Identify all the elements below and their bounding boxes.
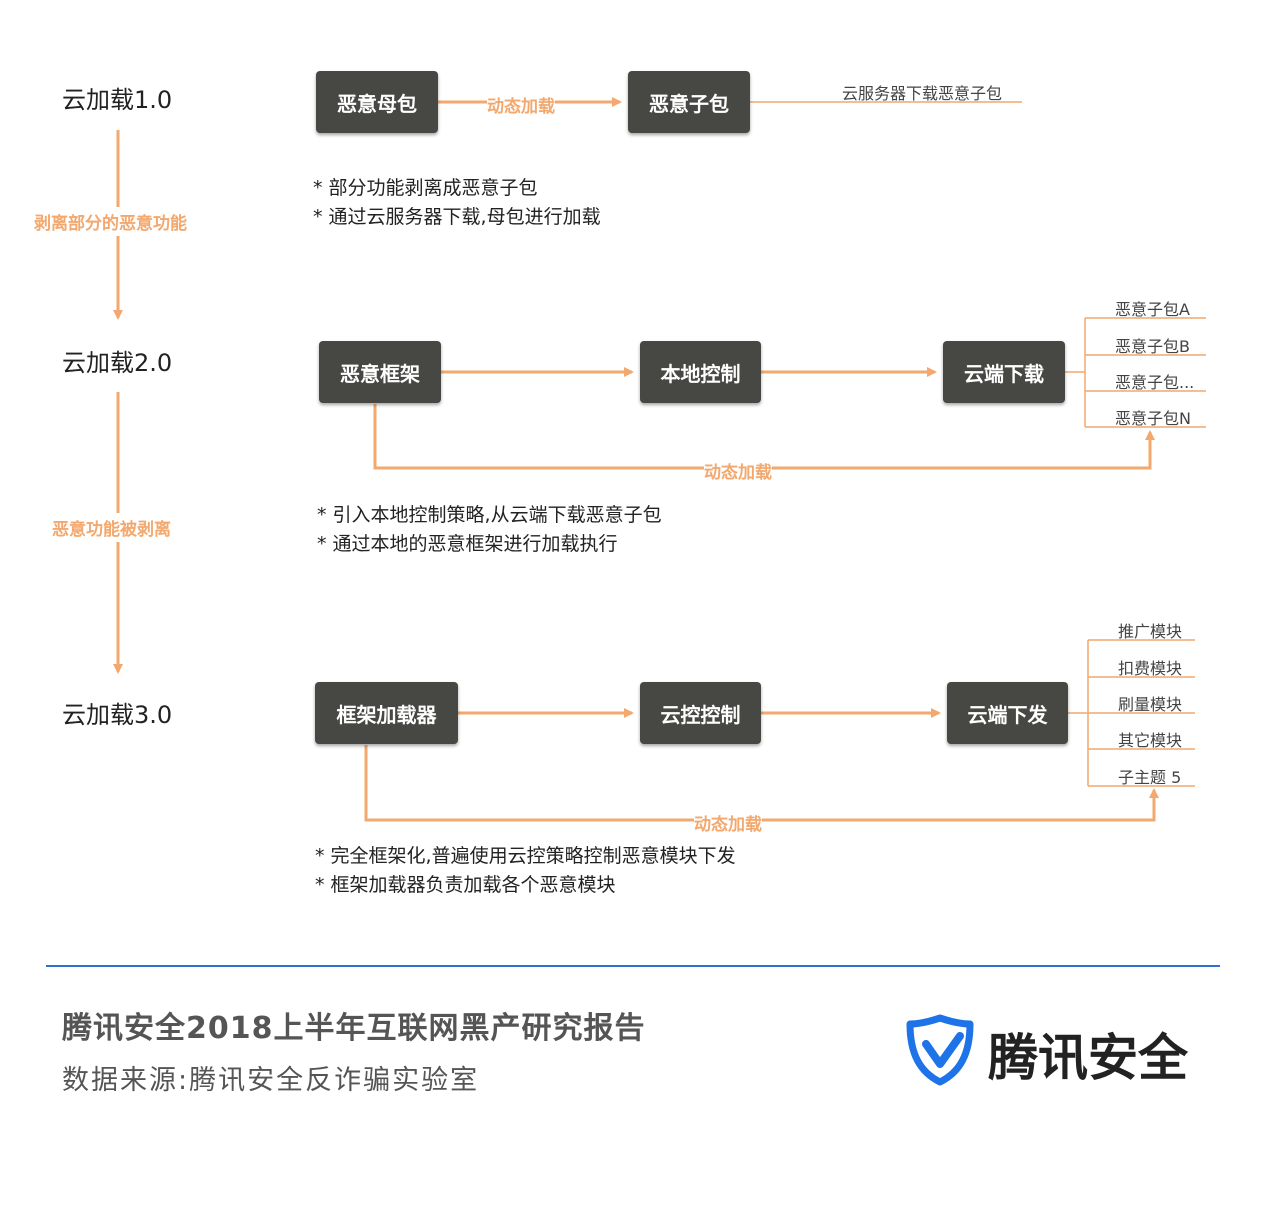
v1-side-label: 云服务器下载恶意子包 [842, 84, 1003, 103]
bullet: * 部分功能剥离成恶意子包 [313, 177, 538, 199]
v2-loop-label: 动态加载 [704, 458, 772, 483]
v2-bullets: * 引入本地控制策略,从云端下载恶意子包 * 通过本地的恶意框架进行加载执行 [317, 501, 662, 559]
v2-sub-item: 恶意子包A [1115, 300, 1190, 319]
v1-arrow-label: 动态加载 [487, 92, 555, 117]
bullet: * 通过云服务器下载,母包进行加载 [313, 206, 601, 228]
transition-label-1: 剥离部分的恶意功能 [34, 207, 187, 236]
v3-sub-item: 子主题 5 [1118, 768, 1182, 787]
stage-title-2: 云加载2.0 [62, 349, 173, 377]
bullet: * 通过本地的恶意框架进行加载执行 [317, 533, 618, 555]
v1-box-child: 恶意子包 [628, 71, 750, 133]
v2-sub-item: 恶意子包B [1115, 337, 1190, 356]
v1-box-parent: 恶意母包 [316, 71, 438, 133]
v3-bullets: * 完全框架化,普遍使用云控策略控制恶意模块下发 * 框架加载器负责加载各个恶意… [315, 842, 736, 900]
v3-sub-item: 扣费模块 [1118, 659, 1183, 678]
v2-sub-item: 恶意子包N [1115, 409, 1191, 428]
v2-box-cloud-download: 云端下载 [943, 341, 1065, 403]
v3-sub-item: 推广模块 [1118, 622, 1183, 641]
bullet: * 完全框架化,普遍使用云控策略控制恶意模块下发 [315, 845, 736, 867]
v3-box-loader: 框架加载器 [315, 682, 458, 744]
report-title: 腾讯安全2018上半年互联网黑产研究报告 [62, 1011, 646, 1046]
v2-sub-item: 恶意子包... [1115, 373, 1195, 392]
brand-name: 腾讯安全 [988, 1029, 1188, 1087]
stage-title-1: 云加载1.0 [62, 86, 173, 114]
v3-box-cloud-dispatch: 云端下发 [947, 682, 1068, 744]
v3-box-cloud-control: 云控控制 [640, 682, 761, 744]
v3-loop [364, 745, 1159, 822]
v3-sub-item: 其它模块 [1118, 731, 1183, 750]
v2-box-local-control: 本地控制 [640, 341, 761, 403]
v1-bullets: * 部分功能剥离成恶意子包 * 通过云服务器下载,母包进行加载 [313, 174, 601, 232]
bullet: * 框架加载器负责加载各个恶意模块 [315, 874, 616, 896]
shield-logo-icon [906, 1014, 974, 1086]
data-source: 数据来源:腾讯安全反诈骗实验室 [62, 1065, 480, 1096]
v3-sub-item: 刷量模块 [1118, 695, 1183, 714]
stage-title-3: 云加载3.0 [62, 701, 173, 729]
transition-label-2: 恶意功能被剥离 [52, 513, 171, 542]
bullet: * 引入本地控制策略,从云端下载恶意子包 [317, 504, 662, 526]
v3-loop-label: 动态加载 [694, 810, 762, 835]
v2-box-framework: 恶意框架 [319, 341, 441, 403]
